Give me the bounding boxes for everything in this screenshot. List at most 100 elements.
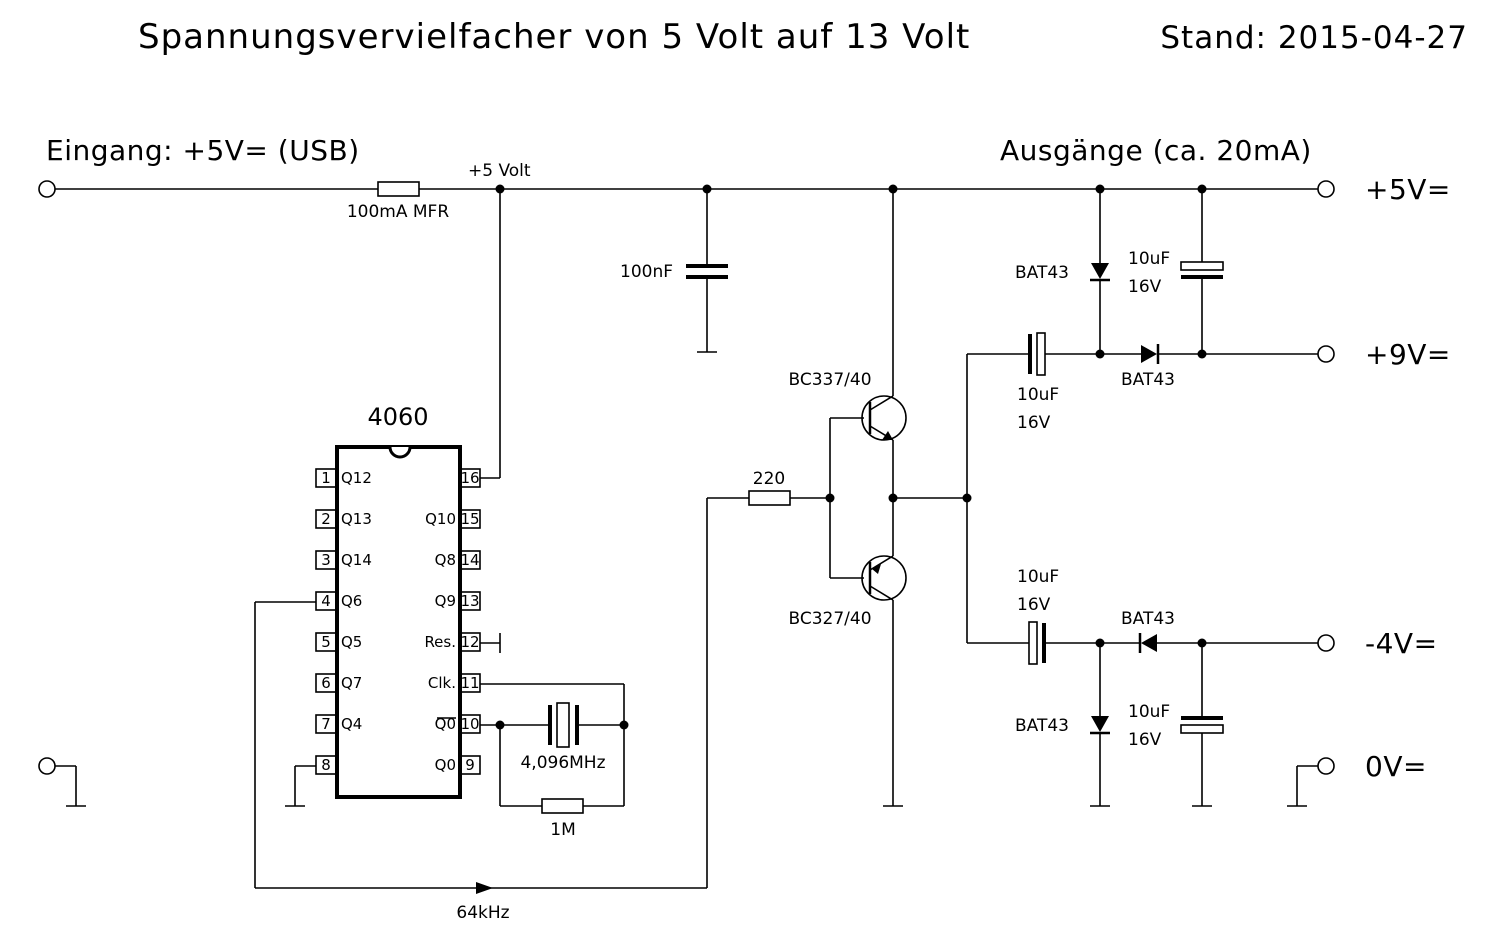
- ic-pin-name: Q5: [341, 633, 362, 651]
- junction: [495, 720, 505, 730]
- junction: [1095, 184, 1105, 194]
- charge-pump-positive: [967, 189, 1335, 376]
- ic-pin-number: 15: [460, 510, 479, 528]
- pnp-label: BC327/40: [788, 609, 871, 629]
- ic-pin-number: 4: [321, 592, 331, 610]
- ic-pin-box: [315, 755, 337, 775]
- output-0v-label: 0V=: [1365, 750, 1427, 783]
- junction: [1197, 349, 1207, 359]
- input-label: Eingang: +5V= (USB): [46, 134, 360, 167]
- junction: [1095, 349, 1105, 359]
- cap-voltage-label: 16V: [1128, 277, 1162, 297]
- resistor-220-label: 220: [753, 469, 785, 489]
- ground-terminal-left: [38, 757, 86, 807]
- resistor-1m-label: 1M: [550, 820, 575, 840]
- cap-voltage-label: 16V: [1017, 595, 1051, 615]
- output-minus4v-label: -4V=: [1365, 627, 1438, 660]
- junction: [1197, 184, 1207, 194]
- ic-4060: [335, 445, 462, 799]
- ic-pin-name: Q8: [435, 551, 456, 569]
- fuse-label: 100mA MFR: [347, 202, 449, 222]
- cap-value-label: 10uF: [1017, 567, 1059, 587]
- junction: [1197, 638, 1207, 648]
- ic-pin-number: 10: [460, 715, 479, 733]
- ic-pin-box: [315, 714, 337, 734]
- ic-pin-number: 2: [321, 510, 331, 528]
- ic-pin-name: Q7: [341, 674, 362, 692]
- ic-pin-name: Q0: [435, 756, 456, 774]
- npn-label: BC337/40: [788, 370, 871, 390]
- terminal-plus5v: [1317, 180, 1335, 198]
- ic-pin-box: [315, 632, 337, 652]
- ic-pin-box: [459, 755, 481, 775]
- diagram-title: Spannungsvervielfacher von 5 Volt auf 13…: [138, 17, 970, 57]
- diode-label: BAT43: [1121, 370, 1175, 390]
- diode-label: BAT43: [1121, 609, 1175, 629]
- cap-voltage-label: 16V: [1017, 413, 1051, 433]
- input-terminal: [38, 180, 56, 198]
- diode-symbol: [1091, 263, 1109, 279]
- ic-pin-box: [315, 673, 337, 693]
- junction: [1095, 638, 1105, 648]
- ic-pin-box: [315, 468, 337, 488]
- ic-pin-name: Q9: [435, 592, 456, 610]
- cap-value-label: 10uF: [1017, 385, 1059, 405]
- ic-pin-name: Q14: [341, 551, 372, 569]
- ic-pin-number: 1: [321, 469, 331, 487]
- ic-pin-box: [459, 509, 481, 529]
- crystal-label: 4,096MHz: [520, 753, 605, 773]
- ic-pin-name: Res.: [424, 633, 456, 651]
- resistor-220-symbol: [748, 490, 791, 506]
- ic-pin-name: Q6: [341, 592, 362, 610]
- ic-pin-name: Q0: [435, 715, 456, 733]
- ic-pin-name: Q13: [341, 510, 372, 528]
- ic-name: 4060: [367, 403, 428, 431]
- crystal-symbol: [556, 702, 570, 748]
- cap-value-label: 10uF: [1128, 702, 1170, 722]
- transistor-pnp: [861, 555, 907, 601]
- ground-terminal-right: [1287, 757, 1335, 807]
- ic-pin-box: [315, 509, 337, 529]
- revision-date: Stand: 2015-04-27: [1160, 20, 1468, 56]
- ic-pin-number: 16: [460, 469, 479, 487]
- ic-pin-number: 13: [460, 592, 479, 610]
- ic-pin-number: 8: [321, 756, 331, 774]
- diode-label: BAT43: [1015, 263, 1069, 283]
- junction: [888, 184, 898, 194]
- capacitor-100nf: [686, 189, 728, 353]
- diode-label: BAT43: [1015, 716, 1069, 736]
- ic-pin-number: 11: [460, 674, 479, 692]
- net-5v-label: +5 Volt: [468, 161, 531, 181]
- diode-symbol: [1091, 716, 1109, 732]
- transistor-npn: [861, 395, 907, 441]
- ic-pin-box: [459, 673, 481, 693]
- junction: [619, 720, 629, 730]
- diode-symbol: [1141, 634, 1157, 652]
- ic-pin-box: [459, 468, 481, 488]
- terminal-minus4v: [1317, 634, 1335, 652]
- resistor-1m-symbol: [541, 798, 584, 814]
- diode-symbol: [1141, 345, 1157, 363]
- output-9v-label: +9V=: [1365, 338, 1451, 371]
- junction: [825, 493, 835, 503]
- fuse-symbol: [377, 181, 420, 197]
- terminal-plus9v: [1317, 345, 1335, 363]
- charge-pump-negative: [967, 621, 1335, 807]
- ic-pin-box: [459, 632, 481, 652]
- ic-pin-name: Q12: [341, 469, 372, 487]
- output-5v-label: +5V=: [1365, 173, 1451, 206]
- ic-pin-box: [459, 714, 481, 734]
- frequency-label: 64kHz: [456, 903, 509, 923]
- ic-pin-number: 14: [460, 551, 479, 569]
- ic-pin-number: 3: [321, 551, 331, 569]
- ic-pin-number: 7: [321, 715, 331, 733]
- oscillator-network: [480, 683, 625, 814]
- junction: [495, 184, 505, 194]
- clock-feed-line: [254, 490, 830, 894]
- ic-pin-box: [315, 550, 337, 570]
- outputs-label: Ausgänge (ca. 20mA): [1000, 134, 1312, 167]
- junction: [702, 184, 712, 194]
- ic-pin-box: [315, 591, 337, 611]
